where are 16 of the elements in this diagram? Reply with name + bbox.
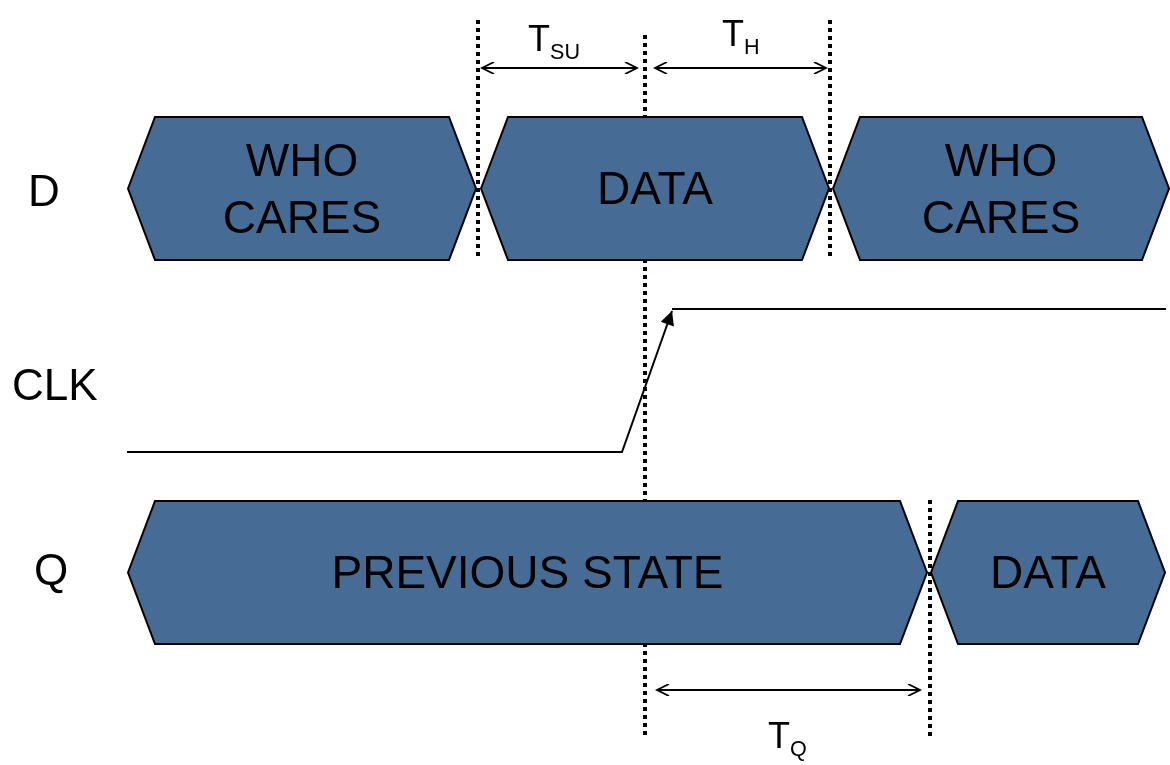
- bus-segment: [127, 116, 477, 261]
- bus-segment: [127, 500, 928, 645]
- segment-label: PREVIOUS STATE: [330, 544, 725, 600]
- bus-segment: [930, 500, 1166, 645]
- dimension-label: T$_{Q}$: [768, 715, 807, 763]
- signal-name: Q: [34, 545, 69, 595]
- signal-name: D: [28, 166, 60, 216]
- segment-label: WHO CARES: [920, 132, 1082, 245]
- segment-label: DATA: [596, 160, 714, 216]
- segment-label: DATA: [989, 544, 1107, 600]
- dimension-label: T$_{H}$: [722, 13, 760, 61]
- signal-name: CLK: [12, 360, 98, 410]
- dimension-label: T$_{SU}$: [528, 18, 580, 66]
- segment-label: WHO CARES: [221, 132, 383, 245]
- bus-segment: [832, 116, 1170, 261]
- bus-segment: [480, 116, 830, 261]
